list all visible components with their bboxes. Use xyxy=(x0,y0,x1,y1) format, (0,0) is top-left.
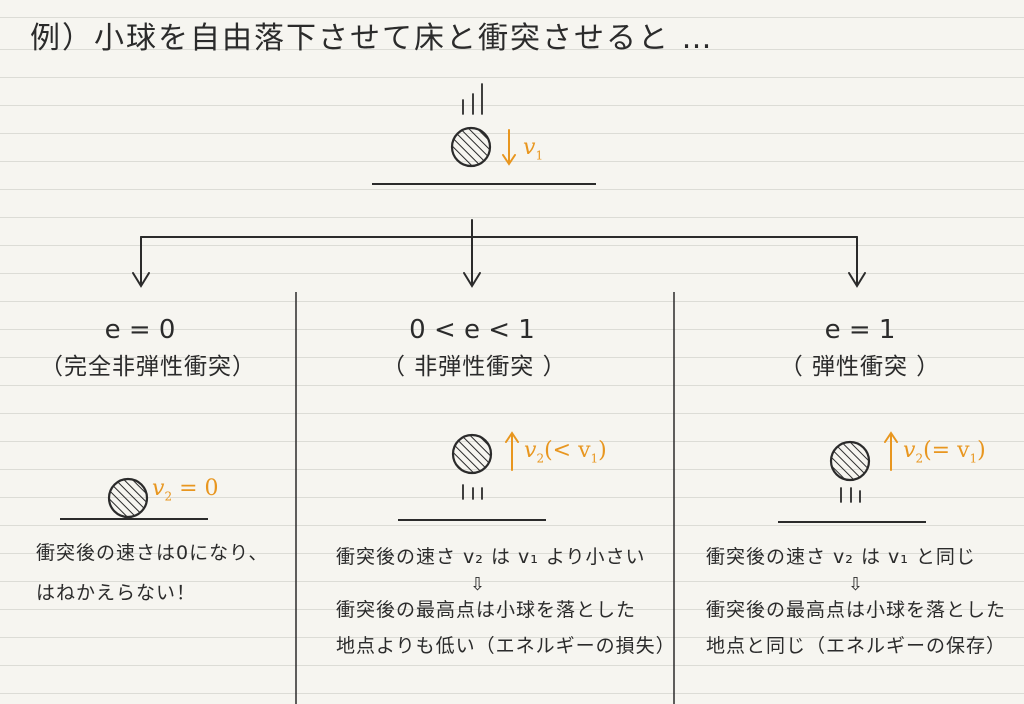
velocity-note-close: ) xyxy=(977,438,986,463)
bounce-motion-lines-col3 xyxy=(840,487,861,503)
col1-kind: （完全非弾性衝突） xyxy=(40,354,256,380)
velocity-note-subscript: 1 xyxy=(590,451,599,466)
velocity-subscript: 1 xyxy=(535,148,544,163)
col3-velocity-label: v2(= v1) xyxy=(903,438,986,466)
velocity-down-arrow xyxy=(502,129,516,166)
ball-col2 xyxy=(451,433,493,475)
col2-velocity-label: v2(< v1) xyxy=(524,438,607,466)
velocity-note-open: (= v xyxy=(923,438,970,463)
col3-desc-line-3: 地点と同じ（エネルギーの保存） xyxy=(706,635,1007,657)
ball-col1 xyxy=(107,477,149,519)
col3-condition: e = 1 xyxy=(824,315,896,345)
fall-motion-lines xyxy=(462,83,483,115)
col2-kind: （ 非弾性衝突 ） xyxy=(382,354,567,380)
col2-condition: 0 < e < 1 xyxy=(409,315,535,345)
col3-kind: （ 弾性衝突 ） xyxy=(779,354,941,380)
col1-desc-line-1: 衝突後の速さは0になり、 xyxy=(36,542,269,564)
col1-desc-line-2: はねかえらない！ xyxy=(36,582,197,604)
col1-velocity-label: v2 = 0 xyxy=(152,476,219,504)
velocity-subscript: 2 xyxy=(915,451,924,466)
velocity-symbol: v xyxy=(523,135,536,160)
velocity-note: = 0 xyxy=(172,476,219,501)
velocity-subscript: 2 xyxy=(536,451,545,466)
velocity-up-arrow-col2 xyxy=(505,431,519,471)
velocity-symbol: v xyxy=(152,476,165,501)
col1-condition: e = 0 xyxy=(104,315,176,345)
velocity-note-subscript: 1 xyxy=(969,451,978,466)
velocity-subscript: 2 xyxy=(164,489,173,504)
col2-desc-line-2: 衝突後の最高点は小球を落とした xyxy=(336,599,637,621)
col2-desc-line-3: 地点よりも低い（エネルギーの損失） xyxy=(336,635,676,657)
branch-arrows xyxy=(132,219,866,288)
velocity-symbol: v xyxy=(524,438,537,463)
page-title: 例）小球を自由落下させて床と衝突させると … xyxy=(30,21,714,56)
col3-desc-line-1: 衝突後の速さ v₂ は v₁ と同じ xyxy=(706,546,976,568)
ball-col3 xyxy=(829,440,871,482)
velocity-note-open: (< v xyxy=(544,438,591,463)
velocity-note-close: ) xyxy=(598,438,607,463)
ball-top xyxy=(450,126,492,168)
col2-implies-arrow: ⇩ xyxy=(470,574,486,595)
velocity-label-top: v1 xyxy=(523,135,544,163)
velocity-up-arrow-col3 xyxy=(884,431,898,471)
col3-implies-arrow: ⇩ xyxy=(848,574,864,595)
col2-desc-line-1: 衝突後の速さ v₂ は v₁ より小さい xyxy=(336,546,646,568)
bounce-motion-lines-col2 xyxy=(462,484,483,500)
col3-desc-line-2: 衝突後の最高点は小球を落とした xyxy=(706,599,1007,621)
velocity-symbol: v xyxy=(903,438,916,463)
